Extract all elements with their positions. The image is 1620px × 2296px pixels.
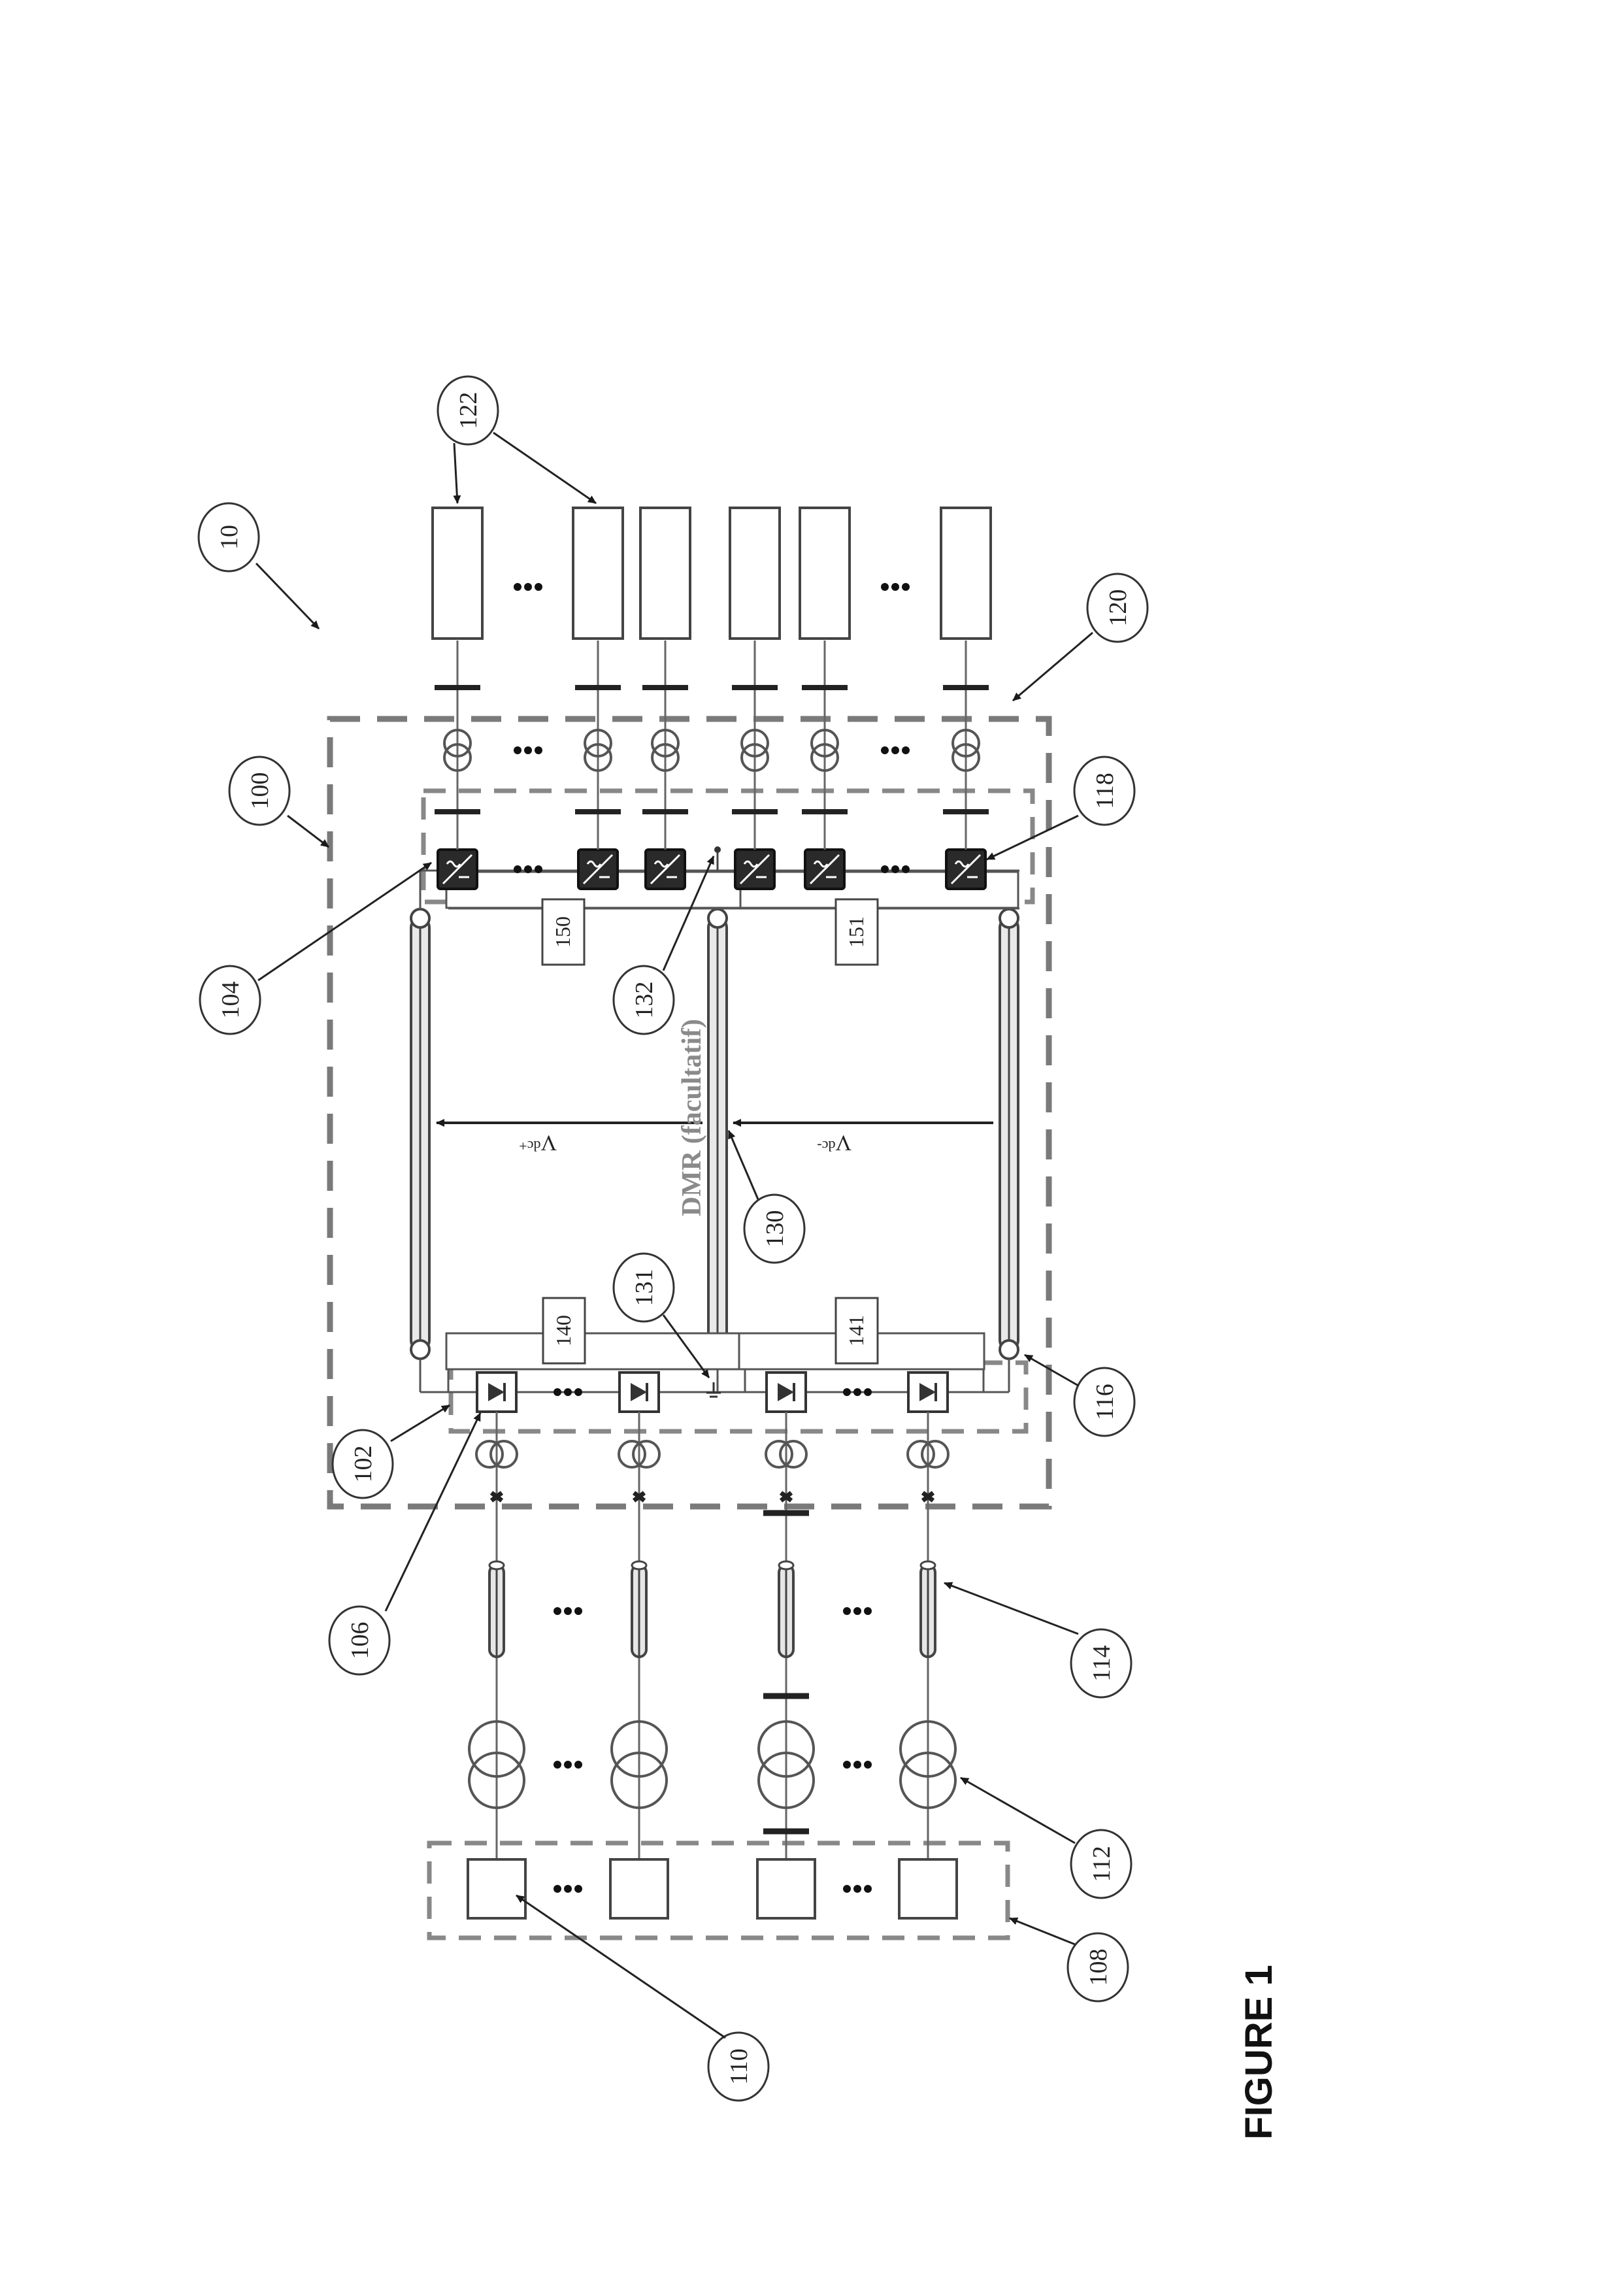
grid-connection-block [941,508,991,639]
ground-icon [706,1382,721,1397]
box-140: 140 [446,1298,747,1369]
ac-cable-icon [779,1561,793,1657]
svg-text:106: 106 [346,1622,374,1659]
ref-102: 102 [333,1405,450,1498]
ac-cable-icon [489,1561,504,1657]
dmr-label: DMR (facultatif) [677,1019,707,1216]
figure-caption: FIGURE 1 [1238,1965,1280,2140]
grid-connection-block [640,508,690,639]
rectifier-icon [477,1373,516,1412]
svg-text:120: 120 [1104,590,1132,627]
ac-cable-icon [632,1561,646,1657]
inverter-icon [646,850,685,889]
inverter-icon [946,850,985,889]
wind-farm-block [757,1859,815,1918]
wind-farm-block [468,1859,525,1918]
onshore-chain-row-5 [800,508,850,889]
svg-text:104: 104 [217,982,244,1019]
ac-cable-icon [921,1561,935,1657]
svg-text:10: 10 [216,525,243,550]
ref-100: 100 [229,757,329,847]
inverter-icon [438,850,477,889]
svg-text:114: 114 [1088,1645,1116,1682]
svg-text:102: 102 [350,1446,377,1483]
inverter-icon [805,850,844,889]
dc-cable-dmr [708,909,727,1359]
onshore-chain-row-1 [433,508,482,889]
inverter-icon [578,850,618,889]
svg-text:122: 122 [455,392,482,429]
dc-cable-positive [411,909,429,1359]
grid-connection-block [433,508,482,639]
ref-120: 120 [1013,574,1148,701]
svg-text:130: 130 [761,1210,789,1248]
grid-connection-block [800,508,850,639]
onshore-chain-row-2 [573,508,623,889]
breaker-icon [923,1493,933,1501]
box-141: 141 [739,1298,984,1369]
ref-114: 114 [944,1583,1131,1697]
svg-text:116: 116 [1091,1384,1119,1420]
svg-text:118: 118 [1091,773,1119,809]
rectifier-icon [620,1373,659,1412]
ref-110: 110 [516,1895,769,2101]
wind-farm-block [610,1859,668,1918]
offshore-chain-row-1 [468,1373,525,1918]
svg-text:151: 151 [844,916,868,948]
svg-text:141: 141 [844,1315,868,1346]
svg-text:112: 112 [1088,1846,1116,1882]
svg-text:140: 140 [552,1315,575,1346]
ref-130: 130 [729,1131,804,1263]
onshore-chain-row-3 [640,508,690,889]
vdc-positive-label: Vdc+ [519,1131,557,1155]
breaker-icon [491,1493,502,1501]
offshore-chain-row-3 [757,1373,815,1918]
breaker-icon [634,1493,644,1501]
ellipsis-offshore [554,1388,872,1893]
svg-text:132: 132 [631,982,658,1019]
ref-10: 10 [199,503,319,629]
ref-112: 112 [961,1778,1131,1898]
grid-connection-block [730,508,780,639]
wind-farm-block [899,1859,957,1918]
rectifier-icon [908,1373,948,1412]
ref-108: 108 [1010,1918,1128,2001]
onshore-chain-row-4 [730,508,780,889]
svg-text:100: 100 [246,773,274,810]
breaker-icon [781,1493,791,1501]
onshore-chain-row-6 [941,508,991,889]
offshore-chain-row-4 [899,1373,957,1918]
svg-text:150: 150 [551,916,574,948]
inverter-icon [735,850,774,889]
offshore-chain-row-2 [610,1373,668,1918]
node-132-marker [714,846,721,871]
ref-104: 104 [200,863,431,1034]
svg-text:110: 110 [725,2048,753,2085]
rectifier-icon [767,1373,806,1412]
dc-cable-negative [1000,909,1018,1359]
vdc-negative-label: Vdc- [817,1131,851,1155]
ref-122: 122 [438,376,596,503]
svg-text:108: 108 [1085,1949,1112,1986]
grid-connection-block [573,508,623,639]
ref-116: 116 [1025,1355,1134,1436]
ref-118: 118 [987,757,1134,859]
svg-text:131: 131 [631,1269,658,1306]
